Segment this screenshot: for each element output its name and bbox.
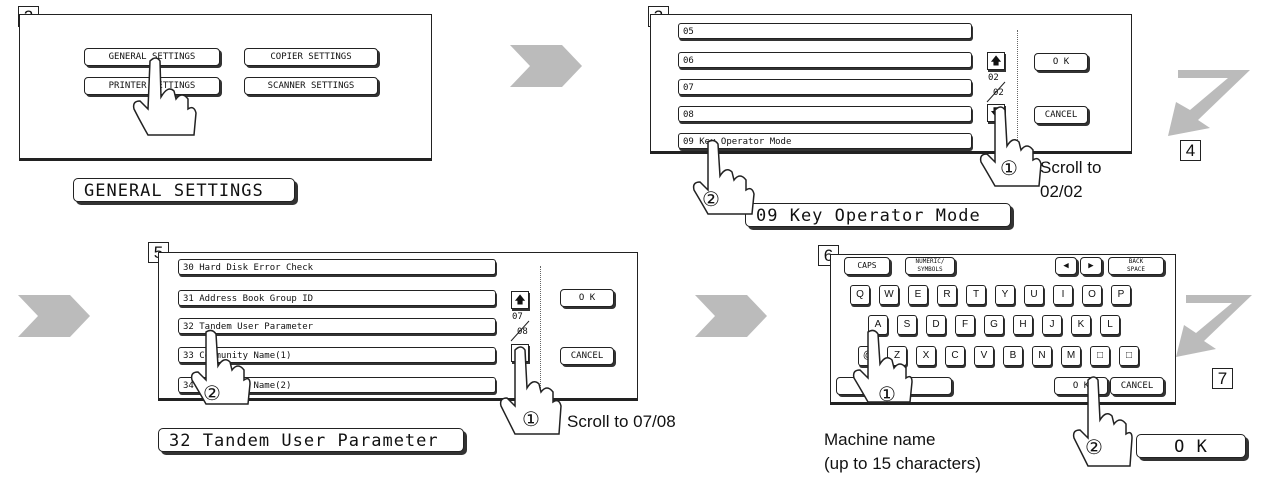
numeric-symbols-button[interactable]: NUMERIC/SYMBOLS — [905, 257, 955, 275]
key-1-4[interactable]: R — [937, 285, 957, 305]
list-item[interactable]: 07 — [678, 79, 972, 95]
next-arrow-diagonal-icon — [1168, 70, 1250, 136]
machine-name-caption-line1: Machine name — [824, 430, 936, 449]
machine-name-caption-line2: (up to 15 characters) — [824, 454, 981, 473]
key-1-2[interactable]: W — [879, 285, 899, 305]
step-number-4: 4 — [1180, 140, 1201, 161]
key-3-10[interactable]: □ — [1119, 346, 1139, 366]
general-settings-big-button[interactable]: GENERAL SETTINGS — [73, 178, 295, 202]
marker-1: ① — [522, 409, 540, 431]
list-item[interactable]: 30 Hard Disk Error Check — [178, 259, 496, 275]
key-3-5[interactable]: V — [974, 346, 994, 366]
pointing-hand-icon — [132, 57, 197, 136]
key-1-8[interactable]: I — [1053, 285, 1073, 305]
list-item[interactable]: 33 Community Name(1) — [178, 347, 496, 363]
key-1-7[interactable]: U — [1024, 285, 1044, 305]
scrollbar — [1017, 30, 1019, 140]
key-2-2[interactable]: S — [897, 315, 917, 335]
list-item[interactable]: 31 Address Book Group ID — [178, 290, 496, 306]
key-2-7[interactable]: J — [1042, 315, 1062, 335]
tandem-user-parameter-big-button[interactable]: 32 Tandem User Parameter — [158, 428, 464, 452]
key-3-6[interactable]: B — [1003, 346, 1023, 366]
scanner-settings-button[interactable]: SCANNER SETTINGS — [244, 77, 378, 95]
key-1-5[interactable]: T — [966, 285, 986, 305]
pointing-hand-icon — [979, 106, 1042, 187]
key-1-1[interactable]: Q — [850, 285, 870, 305]
next-arrow-diagonal-icon — [1176, 295, 1252, 357]
key-1-10[interactable]: P — [1111, 285, 1131, 305]
marker-2: ② — [1085, 437, 1103, 459]
cancel-button[interactable]: CANCEL — [1110, 377, 1164, 395]
scrollbar — [540, 266, 542, 390]
key-3-9[interactable]: □ — [1090, 346, 1110, 366]
cursor-right-button[interactable]: ▶ — [1080, 257, 1102, 275]
step-number-7: 7 — [1212, 368, 1233, 389]
key-3-7[interactable]: N — [1032, 346, 1052, 366]
marker-1: ① — [878, 384, 896, 406]
list-item[interactable]: 08 — [678, 106, 972, 122]
key-3-8[interactable]: M — [1061, 346, 1081, 366]
scroll-caption: Scroll to 07/08 — [567, 412, 676, 431]
next-arrow-icon — [18, 295, 90, 337]
key-2-3[interactable]: D — [926, 315, 946, 335]
page-indicator: 07 08 — [510, 309, 530, 342]
pointing-hand-icon — [692, 139, 755, 215]
marker-2: ② — [702, 189, 720, 211]
key-1-6[interactable]: Y — [995, 285, 1015, 305]
scroll-up-arrow-icon[interactable]: 🡅 — [987, 52, 1005, 70]
next-arrow-icon — [510, 45, 582, 87]
key-1-3[interactable]: E — [908, 285, 928, 305]
ok-button[interactable]: O K — [1034, 53, 1088, 71]
list-item[interactable]: 05 — [678, 23, 972, 39]
key-3-3[interactable]: X — [916, 346, 936, 366]
ok-big-button[interactable]: O K — [1136, 434, 1246, 458]
cancel-button[interactable]: CANCEL — [560, 347, 614, 365]
list-item-tandem-user-parameter[interactable]: 32 Tandem User Parameter — [178, 318, 496, 334]
key-2-8[interactable]: K — [1071, 315, 1091, 335]
pointing-hand-icon — [852, 329, 913, 403]
cursor-left-button[interactable]: ◀ — [1055, 257, 1077, 275]
pointing-hand-icon — [1072, 376, 1133, 467]
next-arrow-icon — [695, 295, 767, 337]
pointing-hand-icon — [190, 329, 251, 405]
key-1-9[interactable]: O — [1082, 285, 1102, 305]
marker-1: ① — [1000, 158, 1018, 180]
key-2-4[interactable]: F — [955, 315, 975, 335]
scroll-caption-line2: 02/02 — [1040, 182, 1083, 201]
page-indicator: 02 02 — [986, 70, 1006, 103]
ok-button[interactable]: O K — [560, 289, 614, 307]
key-2-9[interactable]: L — [1100, 315, 1120, 335]
key-operator-mode-big-button[interactable]: 09 Key Operator Mode — [745, 203, 1011, 227]
key-2-6[interactable]: H — [1013, 315, 1033, 335]
scroll-up-arrow-icon[interactable]: 🡅 — [511, 291, 529, 309]
caps-button[interactable]: CAPS — [844, 257, 890, 275]
key-3-4[interactable]: C — [945, 346, 965, 366]
scroll-caption-line1: Scroll to — [1040, 158, 1102, 177]
list-item[interactable]: 06 — [678, 52, 972, 68]
cancel-button[interactable]: CANCEL — [1034, 106, 1088, 124]
copier-settings-button[interactable]: COPIER SETTINGS — [244, 48, 378, 66]
list-item-key-operator-mode[interactable]: 09 Key Operator Mode — [678, 133, 972, 149]
pointing-hand-icon — [499, 346, 562, 435]
marker-2: ② — [203, 383, 221, 405]
key-2-5[interactable]: G — [984, 315, 1004, 335]
